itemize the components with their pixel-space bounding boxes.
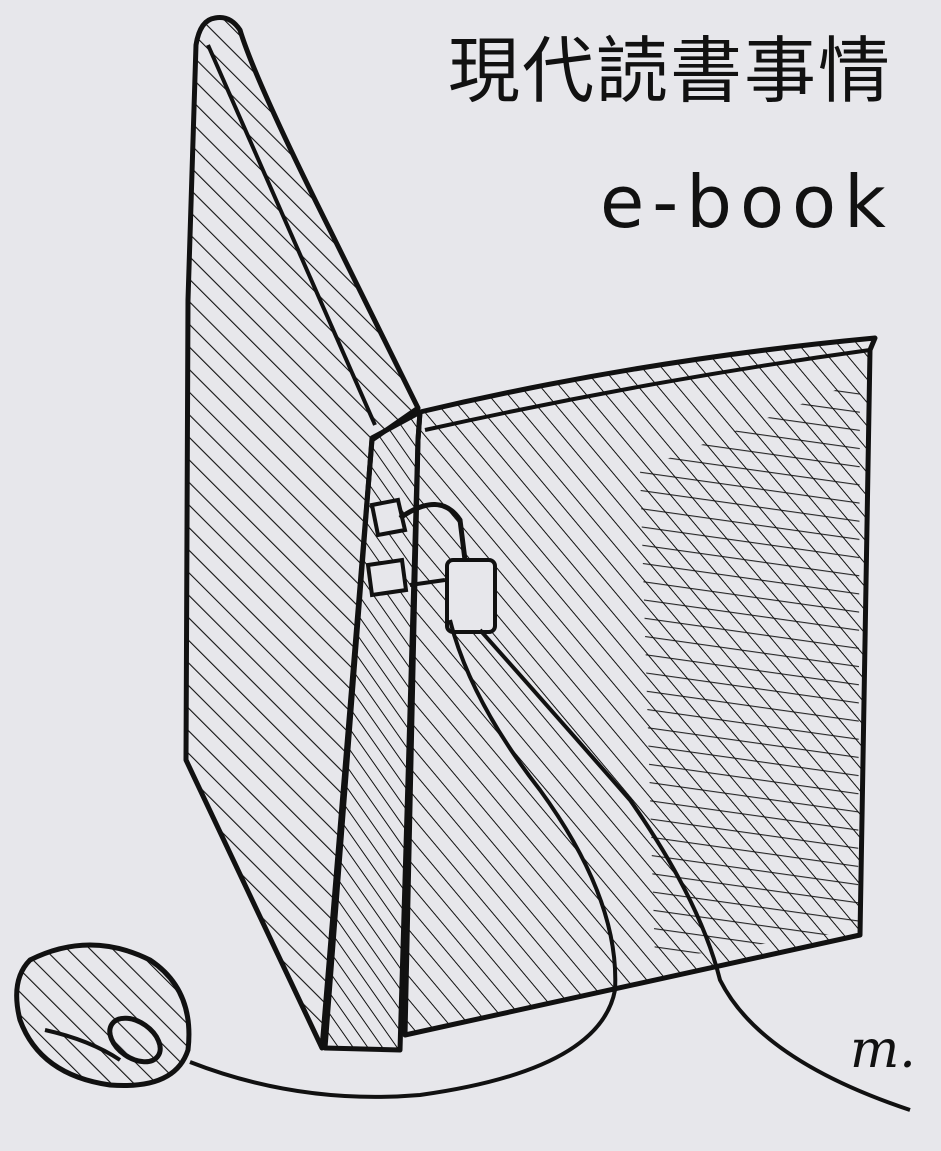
power-cable xyxy=(478,628,911,1112)
mouse-cable xyxy=(189,619,618,1099)
subtitle: e-book xyxy=(600,160,894,244)
usb-plug xyxy=(365,497,497,634)
mouse xyxy=(14,942,192,1089)
signature: m. xyxy=(850,1020,916,1080)
title: 現代読書事情 xyxy=(448,29,893,113)
left-cover xyxy=(183,15,421,1051)
